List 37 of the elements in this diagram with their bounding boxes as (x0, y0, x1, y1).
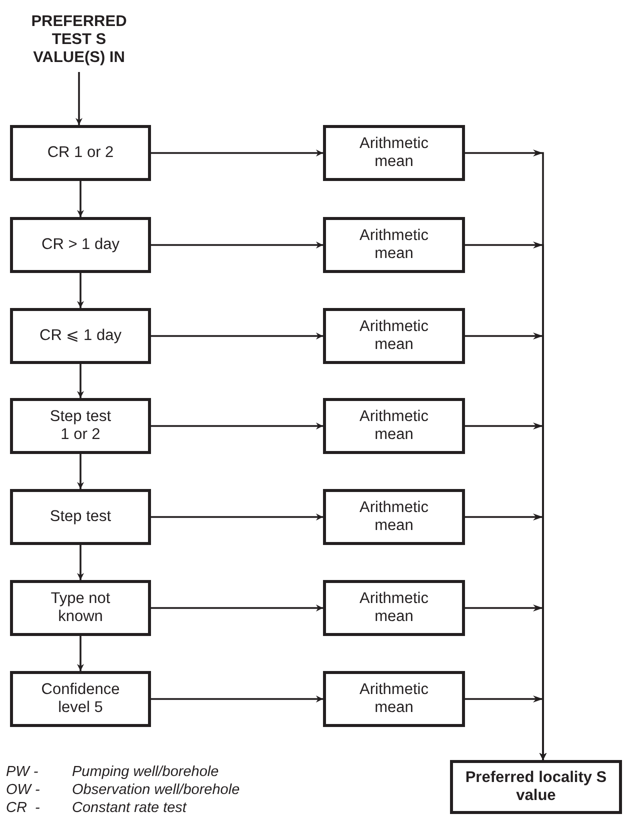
box-label: Confidence level 5 (40, 681, 121, 717)
box-label: CR > 1 day (42, 236, 120, 254)
process-box (323, 308, 465, 364)
process-box (10, 489, 151, 545)
process-box (323, 671, 465, 727)
abbreviation-definition: Observation well/borehole (72, 782, 240, 799)
process-box (323, 489, 465, 545)
box-label: Arithmetic mean (358, 681, 430, 717)
box-label: Arithmetic mean (358, 499, 430, 535)
process-box (10, 308, 151, 364)
abbreviation: OW - (6, 782, 40, 799)
process-box (10, 217, 151, 273)
box-label: Type not known (50, 590, 112, 626)
process-box (450, 760, 622, 814)
process-box (10, 580, 151, 636)
box-label: CR ⩽ 1 day (40, 327, 122, 345)
process-box (10, 125, 151, 181)
box-label: Step test (50, 508, 112, 526)
process-box (10, 671, 151, 727)
box-label: Preferred locality S value (464, 769, 608, 805)
abbreviation: CR - (6, 800, 40, 817)
box-label: Arithmetic mean (358, 135, 430, 171)
box-label: CR 1 or 2 (47, 144, 114, 162)
abbreviation-definition: Constant rate test (72, 800, 186, 817)
process-box (323, 398, 465, 454)
box-label: Arithmetic mean (358, 318, 430, 354)
abbreviation: PW - (6, 764, 38, 781)
input-heading: PREFERRED TEST S VALUE(S) IN (30, 13, 128, 67)
box-label: Step test 1 or 2 (48, 408, 112, 444)
process-box (323, 580, 465, 636)
process-box (323, 217, 465, 273)
box-label: Arithmetic mean (358, 408, 430, 444)
abbreviation-definition: Pumping well/borehole (72, 764, 219, 781)
box-label: Arithmetic mean (358, 227, 430, 263)
process-box (10, 398, 151, 454)
process-box (323, 125, 465, 181)
box-label: Arithmetic mean (358, 590, 430, 626)
